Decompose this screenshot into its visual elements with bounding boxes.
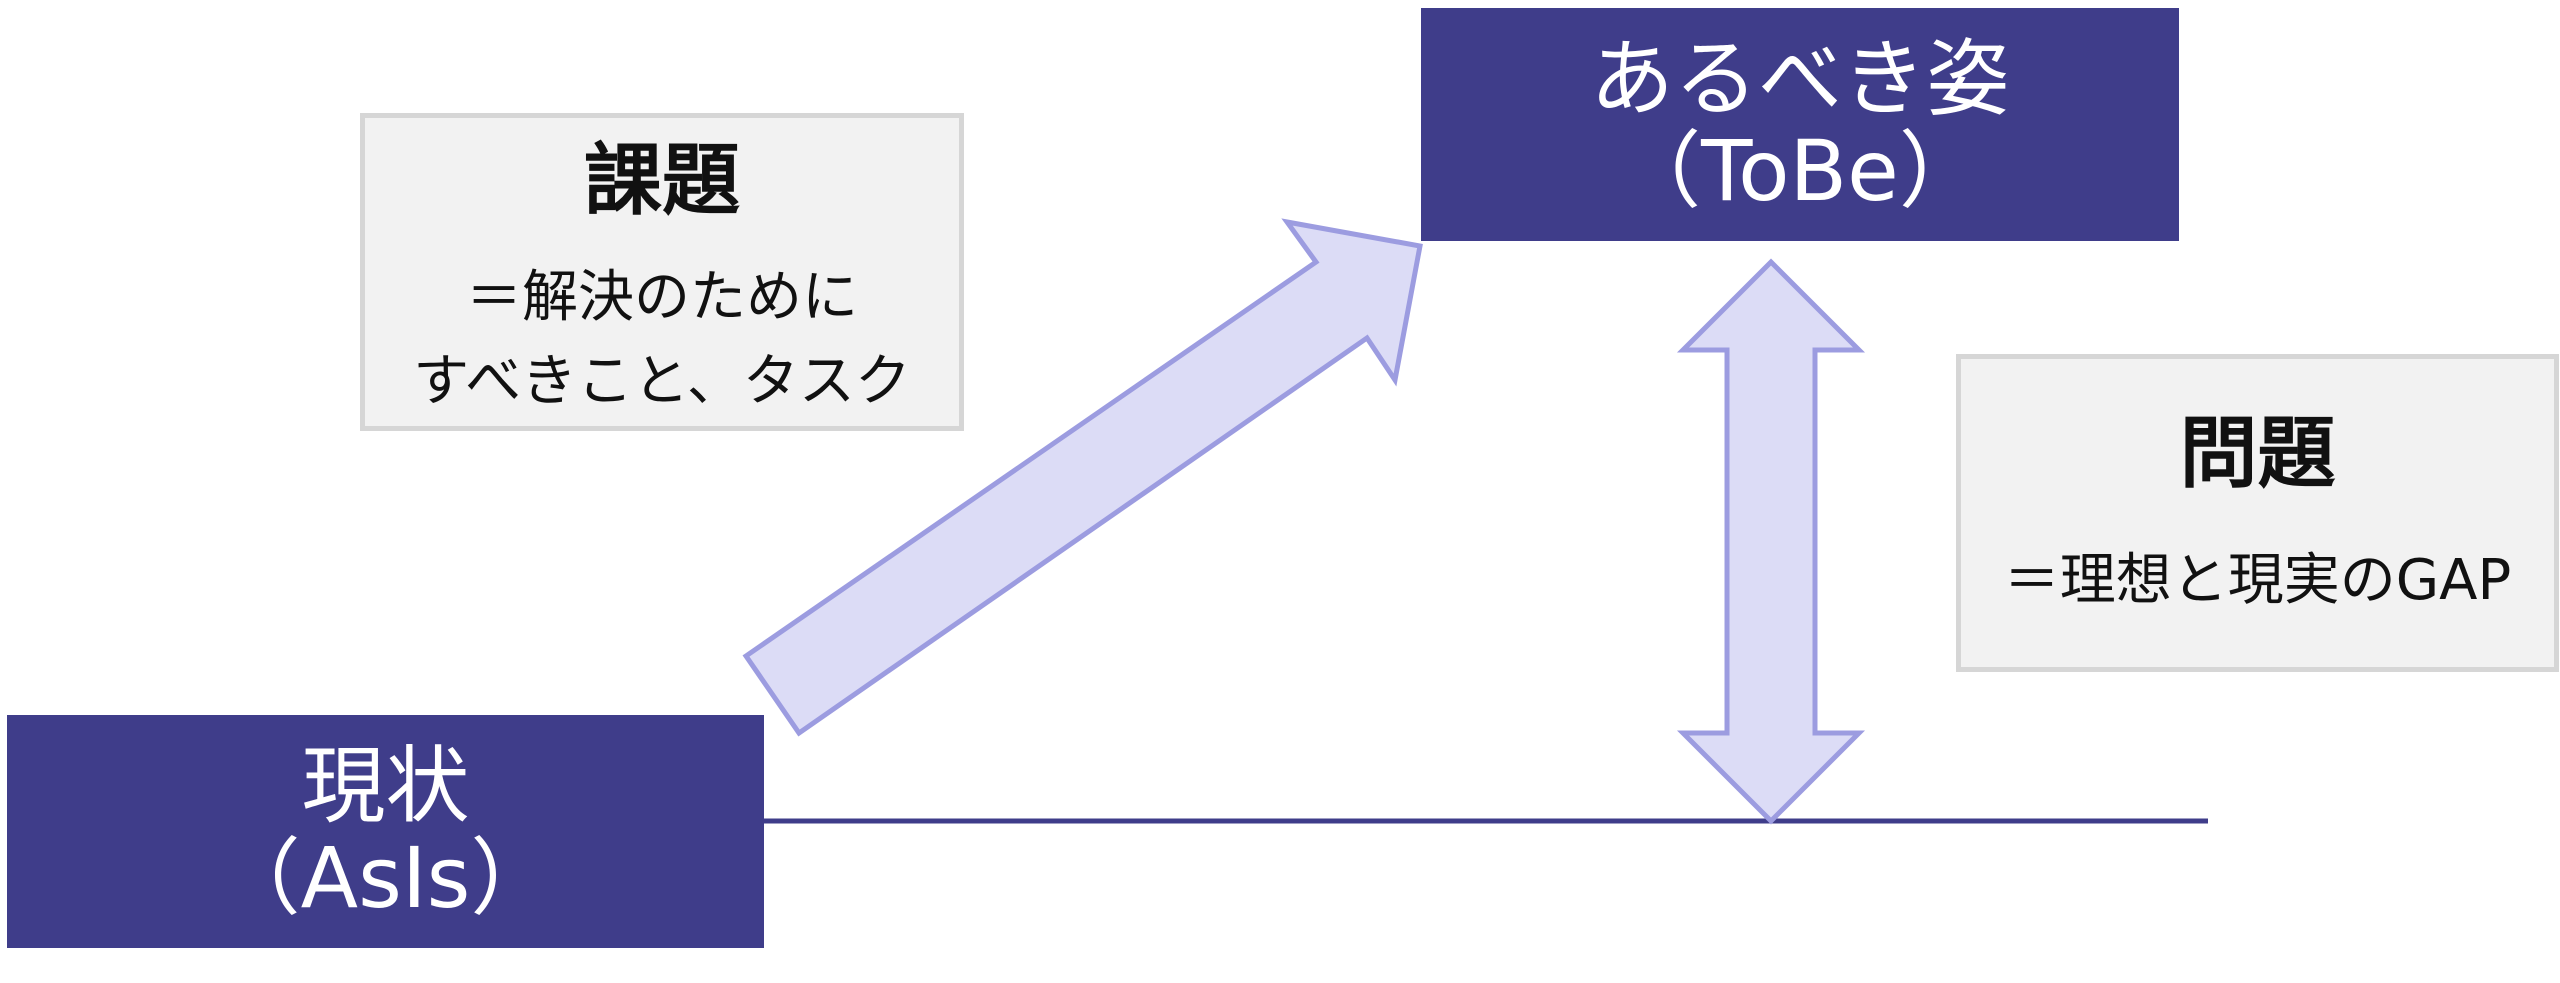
ideal-state-box: あるべき姿 （ToBe） [1421,8,2179,241]
current-state-label: 現状 [301,736,470,835]
current-state-sublabel: （AsIs） [216,828,555,927]
problem-description: ＝理想と現実のGAP [2003,548,2512,613]
problem-title: 問題 [2179,409,2336,499]
ideal-state-sublabel: （ToBe） [1617,121,1983,220]
current-state-box: 現状 （AsIs） [7,715,764,948]
task-description: ＝解決のために すべきこと、タスク [413,265,911,414]
improvement-arrow [742,218,1423,737]
task-box: 課題 ＝解決のために すべきこと、タスク [360,113,964,431]
task-title: 課題 [583,136,740,226]
problem-box: 問題 ＝理想と現実のGAP [1956,354,2559,672]
gap-arrow [1676,258,1866,825]
ideal-state-label: あるべき姿 [1589,29,2010,128]
